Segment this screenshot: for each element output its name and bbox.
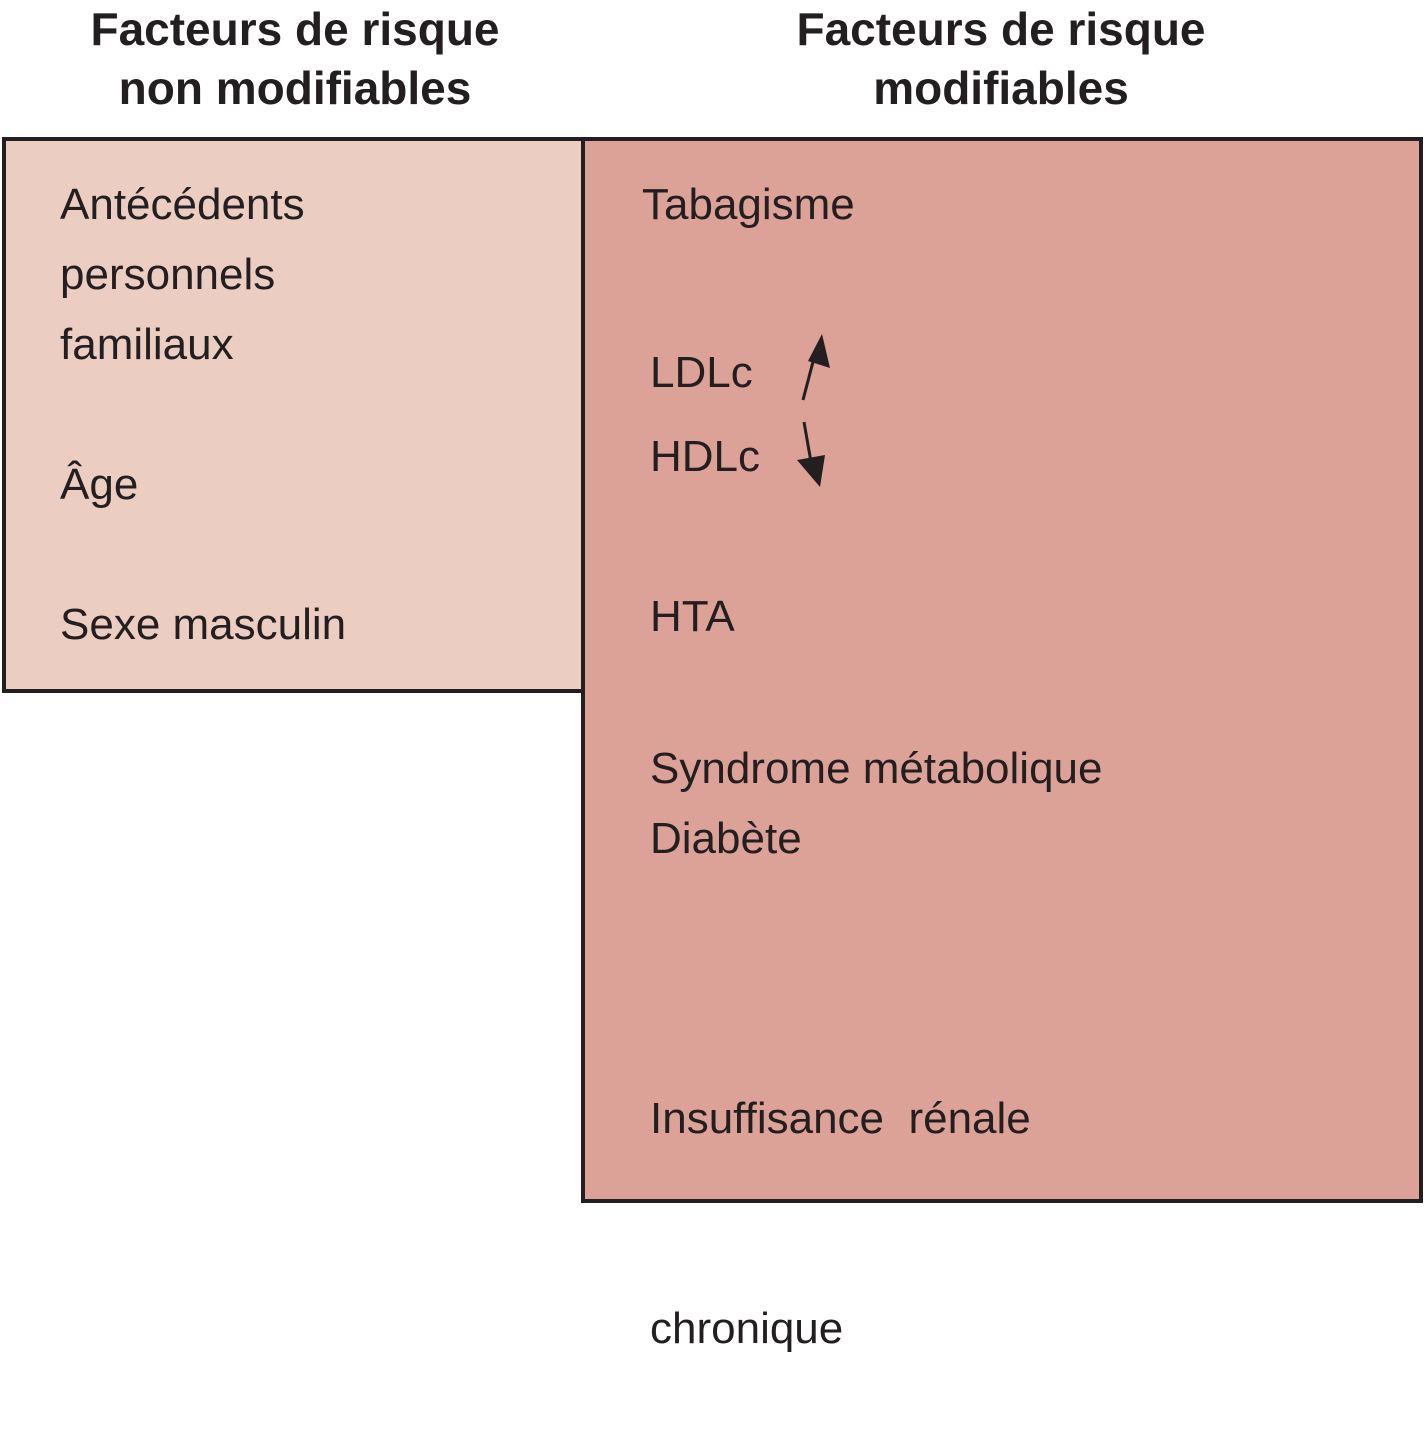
factor-tabagisme: Tabagisme	[642, 180, 855, 229]
heading-non-modifiable: Facteurs de risque non modifiables	[0, 0, 590, 118]
heading-line: Facteurs de risque	[796, 3, 1206, 55]
factor-line: chronique	[650, 1304, 844, 1353]
factor-renale: Insuffisance rénale chronique	[650, 944, 1031, 1434]
factor-sexe: Sexe masculin	[60, 600, 347, 649]
factor-line: personnels	[60, 250, 276, 299]
factor-line: Antécédents	[60, 180, 305, 229]
factor-metabolique: Syndrome métabolique Diabète	[650, 734, 1102, 874]
factor-line: familiaux	[60, 320, 234, 369]
factor-age: Âge	[60, 460, 139, 509]
non-modifiable-box	[2, 137, 586, 693]
modifiable-box	[581, 137, 1423, 1203]
heading-line: Facteurs de risque	[90, 3, 500, 55]
factor-hta: HTA	[650, 592, 735, 641]
heading-line: non modifiables	[118, 62, 472, 114]
factor-line: Insuffisance rénale	[650, 1094, 1031, 1143]
heading-modifiable: Facteurs de risque modifiables	[578, 0, 1424, 118]
heading-line: modifiables	[873, 62, 1129, 114]
factor-ldlc: LDLc	[650, 348, 753, 397]
factor-line: Syndrome métabolique	[650, 744, 1103, 793]
factor-antecedents: Antécédents personnels familiaux	[60, 170, 305, 380]
factor-hdlc: HDLc	[650, 432, 761, 481]
factor-line: Diabète	[650, 814, 802, 863]
